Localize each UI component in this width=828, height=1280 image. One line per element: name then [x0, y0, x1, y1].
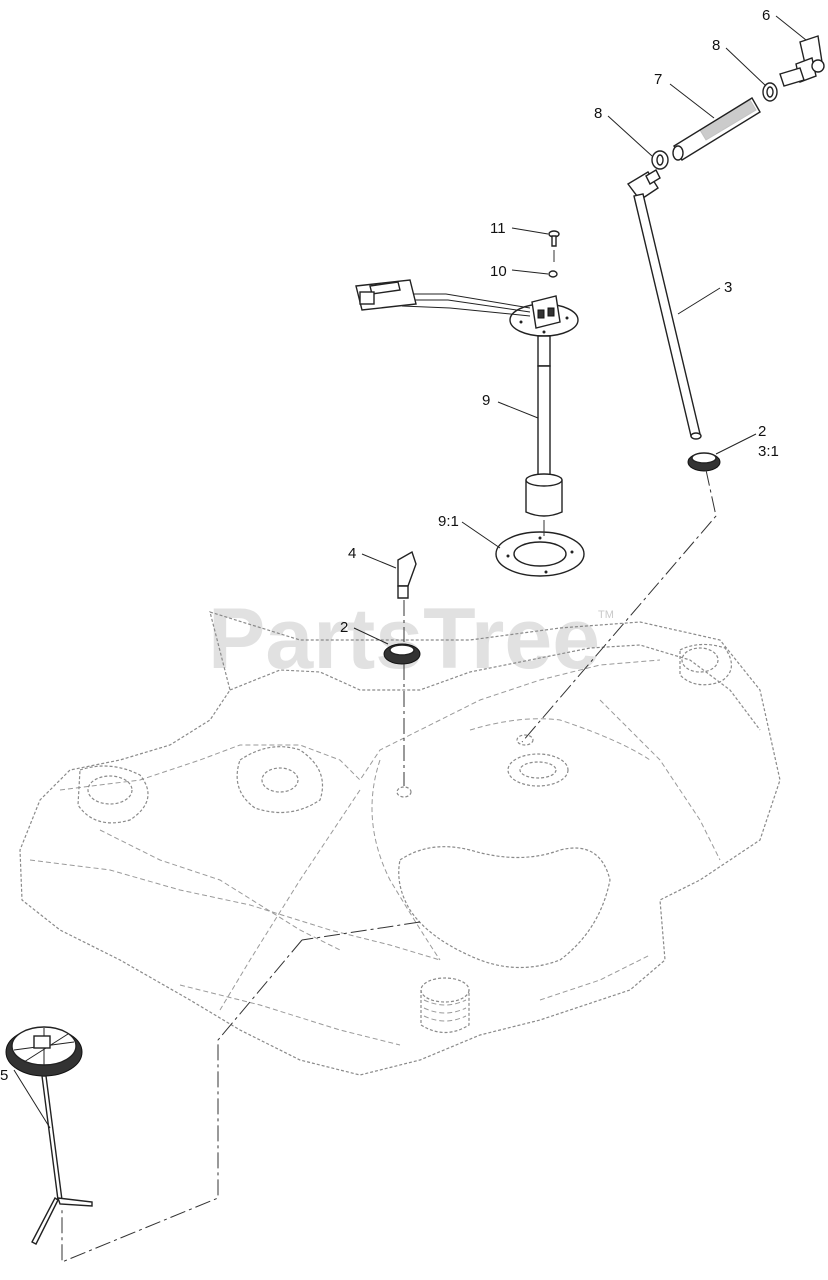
callout-6: 6 [762, 7, 770, 24]
fuel-pickup-tube [626, 169, 702, 440]
washer [548, 270, 558, 278]
callout-2-right: 2 [758, 423, 766, 440]
fuel-cap-with-gauge [5, 1026, 93, 1245]
hose-clamp-upper [762, 82, 778, 102]
callout-3-1: 3:1 [758, 443, 779, 460]
callout-9: 9 [482, 392, 490, 409]
screw [548, 230, 560, 247]
hose-clamp-lower [651, 150, 669, 170]
callout-2-center: 2 [340, 619, 348, 636]
callouts: 6 8 7 8 11 10 3 9 2 3:1 9:1 4 2 5 [0, 7, 779, 1084]
vent-elbow [397, 550, 417, 599]
leader-lines [13, 15, 807, 1129]
callout-11: 11 [490, 220, 506, 237]
fuel-hose [672, 97, 761, 161]
grommet-center [383, 643, 421, 665]
callout-8-upper: 8 [712, 37, 720, 54]
callout-4: 4 [348, 545, 356, 562]
fuel-tank [19, 611, 781, 1076]
callout-3: 3 [724, 279, 732, 296]
fuel-shutoff-valve [779, 35, 825, 87]
grommet-right [687, 452, 721, 472]
callout-10: 10 [490, 263, 507, 280]
callout-8-lower: 8 [594, 105, 602, 122]
callout-7: 7 [654, 71, 662, 88]
watermark-trademark: TM [598, 609, 614, 621]
callout-9-1: 9:1 [438, 513, 459, 530]
callout-5: 5 [0, 1067, 8, 1084]
assembly-lines [61, 250, 717, 1263]
sender-gasket [495, 531, 585, 577]
fuel-level-sender [355, 279, 579, 517]
